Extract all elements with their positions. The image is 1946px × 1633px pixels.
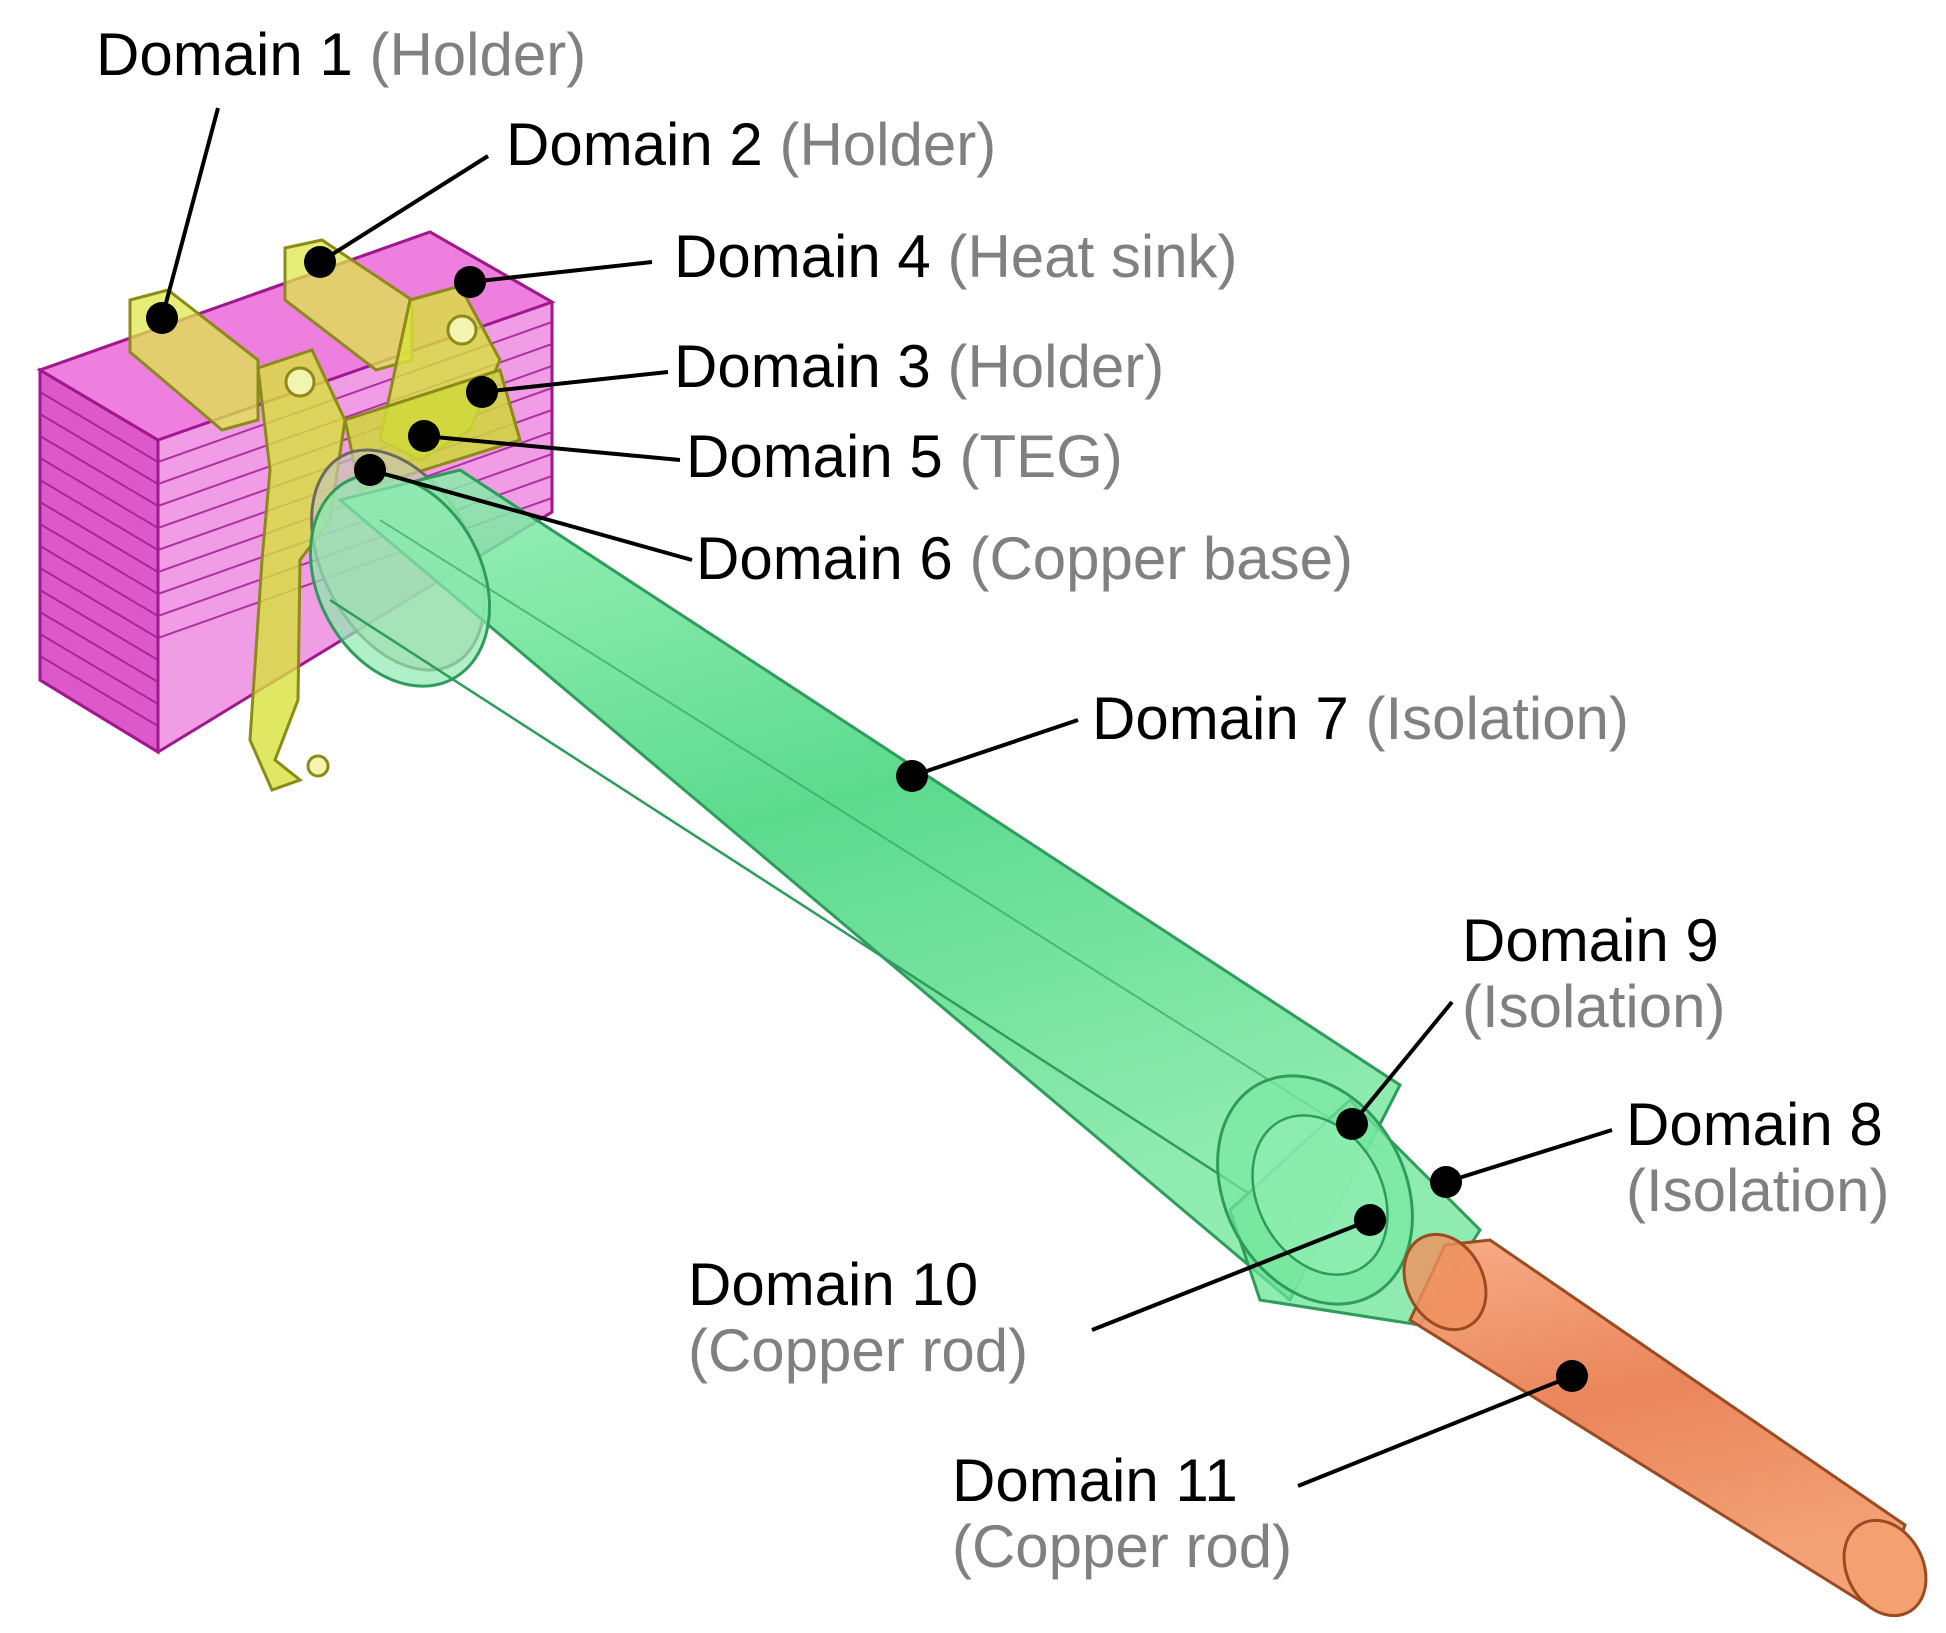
label-domain-6-name: Domain 6	[696, 525, 953, 592]
label-domain-9-material: (Isolation)	[1462, 973, 1726, 1040]
label-domain-8-material: (Isolation)	[1626, 1157, 1890, 1224]
label-domain-9: Domain 9 (Isolation)	[1462, 908, 1725, 1040]
label-domain-2-name: Domain 2	[506, 111, 763, 178]
label-domain-3-name: Domain 3	[674, 333, 931, 400]
label-domain-8: Domain 8 (Isolation)	[1626, 1092, 1889, 1224]
label-domain-11-name: Domain 11	[952, 1447, 1238, 1514]
label-domain-5-name: Domain 5	[686, 423, 943, 490]
dot-domain-8	[1430, 1166, 1462, 1198]
dot-domain-9	[1336, 1108, 1368, 1140]
label-domain-2-material: (Holder)	[779, 111, 997, 178]
copper-rod	[1402, 1232, 1928, 1618]
dot-domain-6	[354, 454, 386, 486]
dot-domain-3	[466, 376, 498, 408]
dot-domain-11	[1556, 1360, 1588, 1392]
label-domain-4-material: (Heat sink)	[947, 223, 1238, 290]
label-domain-6: Domain 6 (Copper base)	[696, 526, 1353, 592]
label-domain-5-material: (TEG)	[959, 423, 1123, 490]
label-domain-1: Domain 1 (Holder)	[96, 22, 586, 88]
isolation-tube	[309, 468, 1402, 1303]
dot-domain-7	[896, 760, 928, 792]
label-domain-7-name: Domain 7	[1092, 685, 1349, 752]
label-domain-8-name: Domain 8	[1626, 1091, 1883, 1158]
label-domain-3: Domain 3 (Holder)	[674, 334, 1164, 400]
label-domain-10: Domain 10 (Copper rod)	[688, 1252, 1028, 1384]
dot-domain-4	[454, 266, 486, 298]
label-domain-10-material: (Copper rod)	[688, 1317, 1029, 1384]
label-domain-2: Domain 2 (Holder)	[506, 112, 996, 178]
label-domain-9-name: Domain 9	[1462, 907, 1719, 974]
label-domain-11: Domain 11 (Copper rod)	[952, 1448, 1292, 1580]
leader-dots	[146, 246, 1588, 1392]
label-domain-1-name: Domain 1	[96, 21, 353, 88]
label-domain-6-material: (Copper base)	[969, 525, 1353, 592]
label-domain-7: Domain 7 (Isolation)	[1092, 686, 1629, 752]
label-domain-3-material: (Holder)	[947, 333, 1165, 400]
label-domain-10-name: Domain 10	[688, 1251, 979, 1318]
label-domain-4-name: Domain 4	[674, 223, 931, 290]
dot-domain-10	[1354, 1204, 1386, 1236]
label-domain-11-material: (Copper rod)	[952, 1513, 1293, 1580]
dot-domain-2	[304, 246, 336, 278]
label-domain-4: Domain 4 (Heat sink)	[674, 224, 1238, 290]
label-domain-5: Domain 5 (TEG)	[686, 424, 1123, 490]
label-domain-7-material: (Isolation)	[1365, 685, 1629, 752]
dot-domain-1	[146, 302, 178, 334]
dot-domain-5	[408, 420, 440, 452]
leader-lines	[160, 107, 1613, 1488]
label-domain-1-material: (Holder)	[369, 21, 587, 88]
